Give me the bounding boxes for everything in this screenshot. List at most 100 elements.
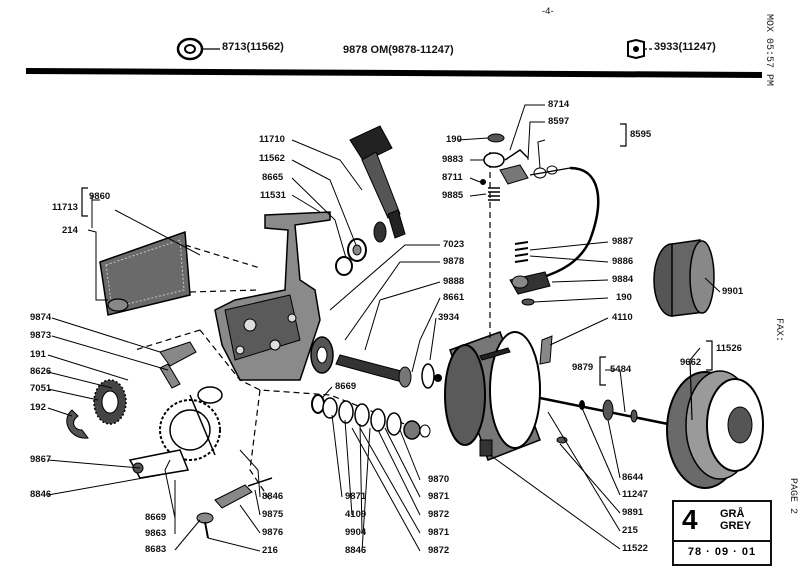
part-label-11562: 11562 <box>259 153 285 164</box>
pinion-gear <box>310 336 334 374</box>
corner-mark: -4- <box>542 6 554 17</box>
spool-shaft <box>539 396 669 444</box>
header-clip-right <box>627 38 652 60</box>
part-label-8846-mid: 8846 <box>262 491 284 502</box>
part-label-11531: 11531 <box>260 190 286 201</box>
part-label-7051: 7051 <box>30 383 52 394</box>
part-label-216: 216 <box>262 545 278 556</box>
part-label-8597: 8597 <box>548 116 570 127</box>
page-number: 4 <box>682 504 698 535</box>
page-info-box: 4 GRÅ GREY 78 · 09 · 01 <box>672 500 772 566</box>
part-label-8626: 8626 <box>30 366 52 377</box>
part-label-9883: 9883 <box>442 154 464 165</box>
part-label-9872-a: 9872 <box>428 509 450 520</box>
bail-arm-parts <box>480 133 571 201</box>
header-right-part: 3933(11247) <box>654 41 716 53</box>
handle-bushings <box>335 238 367 276</box>
part-label-9901: 9901 <box>722 286 744 297</box>
gear-7051 <box>93 379 127 425</box>
part-label-190-top: 190 <box>446 134 462 145</box>
part-label-8661: 8661 <box>443 292 465 303</box>
part-label-9904: 9904 <box>345 527 367 538</box>
assembly-guide-lower <box>249 389 271 501</box>
part-label-9873: 9873 <box>30 330 52 341</box>
rotor-cup <box>444 331 541 461</box>
part-label-8644: 8644 <box>622 472 644 483</box>
part-label-9870: 9870 <box>428 474 450 485</box>
part-label-9871-b: 9871 <box>428 491 450 502</box>
spool <box>666 359 764 489</box>
part-label-4110: 4110 <box>612 312 633 323</box>
part-label-11247: 11247 <box>622 489 648 500</box>
fax-header: MOX 05:57 PM <box>763 14 774 87</box>
part-label-9891: 9891 <box>622 507 644 518</box>
fax-label: FAX: <box>773 318 784 343</box>
part-label-7023: 7023 <box>443 239 465 250</box>
color-label-english: GREY <box>720 520 752 532</box>
bail-spring <box>509 241 551 306</box>
washer-stack <box>311 394 431 440</box>
part-label-11710: 11710 <box>259 134 285 145</box>
part-label-190-right: 190 <box>616 292 632 303</box>
part-label-192: 192 <box>30 402 46 413</box>
part-label-11713: 11713 <box>52 202 78 213</box>
header-center-part: 9878 OM(9878-11247) <box>343 44 454 56</box>
part-label-8846-bottom: 8846 <box>345 545 367 556</box>
part-label-8665: 8665 <box>262 172 284 183</box>
part-label-9887: 9887 <box>612 236 634 247</box>
part-label-9871-a: 9871 <box>345 491 367 502</box>
part-label-9871-c: 9871 <box>428 527 450 538</box>
part-label-8711: 8711 <box>442 172 463 183</box>
spring-9876 <box>214 477 273 509</box>
part-label-8846-left: 8846 <box>30 489 52 500</box>
drive-gear <box>159 386 223 461</box>
crank-handle <box>349 125 406 243</box>
part-label-9863: 9863 <box>145 528 167 539</box>
part-label-5484: 5484 <box>610 364 632 375</box>
spool-line-drum <box>653 239 715 317</box>
reel-body <box>214 211 331 381</box>
header-left-part: 8713(11562) <box>222 41 284 53</box>
part-label-215: 215 <box>622 525 638 536</box>
part-label-8714: 8714 <box>548 99 570 110</box>
header-washer-left <box>176 37 220 61</box>
leader-lines <box>47 104 721 552</box>
part-label-9662: 9662 <box>680 357 702 368</box>
assembly-guide-left <box>134 329 421 431</box>
part-label-3934: 3934 <box>438 312 460 323</box>
page-side-label: PAGE 2 <box>787 478 798 515</box>
part-label-9860: 9860 <box>89 191 111 202</box>
part-label-9872-b: 9872 <box>428 545 450 556</box>
header-rule <box>25 68 763 78</box>
pawl-9867 <box>128 449 190 479</box>
clip-192 <box>66 409 89 439</box>
cover-plate <box>99 230 261 316</box>
part-label-9884: 9884 <box>612 274 634 285</box>
color-label-swedish: GRÅ <box>720 508 745 520</box>
part-label-191: 191 <box>30 349 46 360</box>
part-label-8683: 8683 <box>145 544 167 555</box>
part-label-9874: 9874 <box>30 312 52 323</box>
part-label-9867: 9867 <box>30 454 52 465</box>
revision-date: 78 · 09 · 01 <box>674 540 770 564</box>
part-label-9888: 9888 <box>443 276 465 287</box>
part-label-8669-mid: 8669 <box>335 381 357 392</box>
part-label-9876: 9876 <box>262 527 284 538</box>
part-label-8595: 8595 <box>630 129 652 140</box>
main-shaft <box>335 354 442 389</box>
part-label-9879: 9879 <box>572 362 594 373</box>
part-label-11526: 11526 <box>716 343 742 354</box>
part-label-8669-lower: 8669 <box>145 512 167 523</box>
part-label-9875: 9875 <box>262 509 284 520</box>
part-label-9878: 9878 <box>443 256 465 267</box>
part-label-214: 214 <box>62 225 78 236</box>
part-label-11522: 11522 <box>622 543 648 554</box>
bail-wire <box>539 166 600 280</box>
label-brackets <box>81 123 713 386</box>
part-label-4109: 4109 <box>345 509 367 520</box>
screw-8683 <box>196 512 214 539</box>
part-label-9885: 9885 <box>442 190 464 201</box>
bail-trip <box>539 335 553 365</box>
part-label-9886: 9886 <box>612 256 634 267</box>
